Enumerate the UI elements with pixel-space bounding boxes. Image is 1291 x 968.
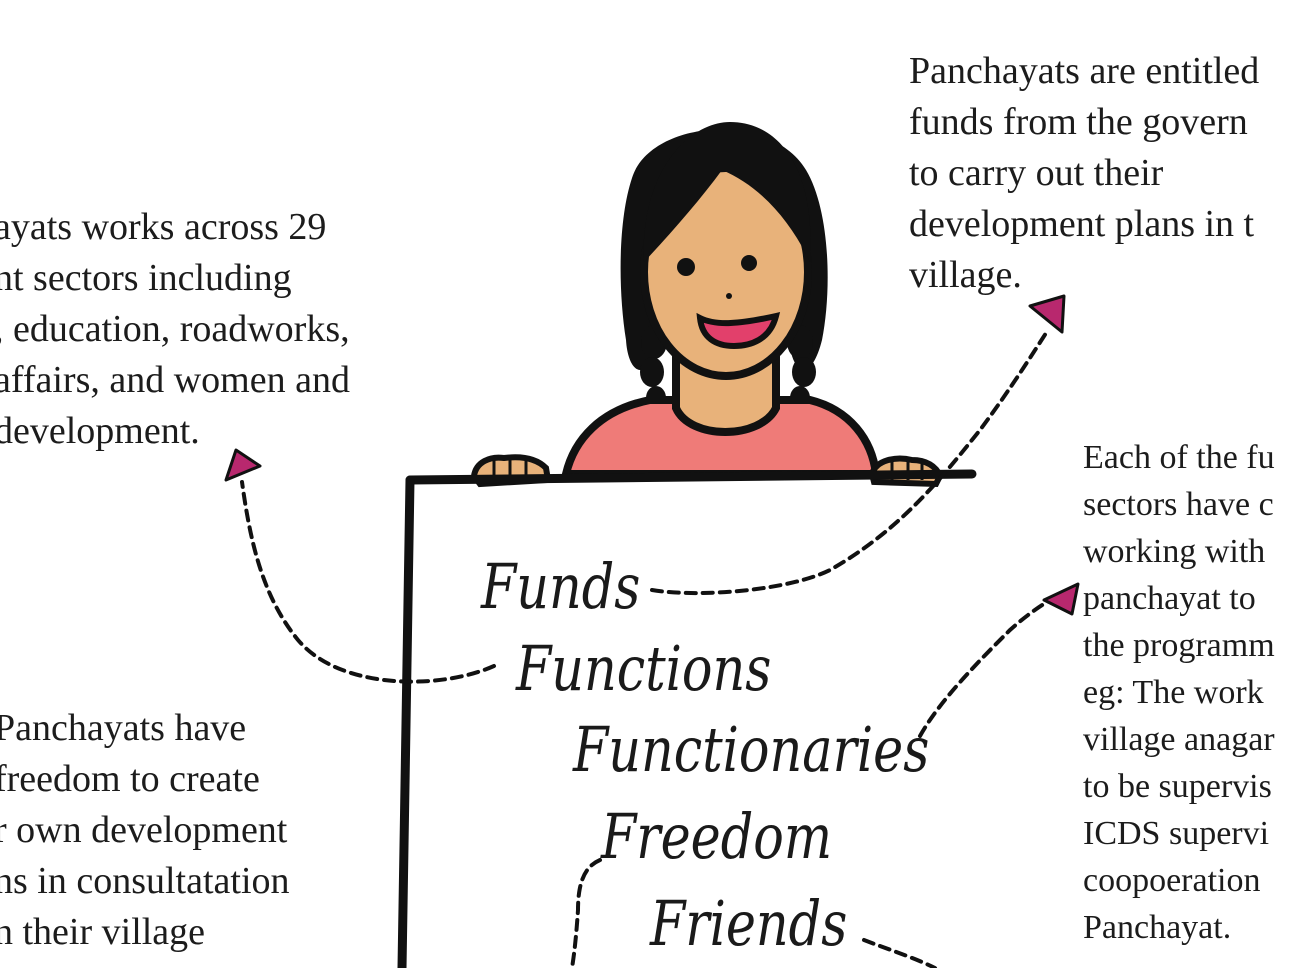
girl-mouth: [696, 312, 781, 350]
note-line: development.: [0, 410, 200, 452]
board-word-funds: Funds: [481, 550, 641, 623]
girl-right-eye: [741, 255, 757, 271]
connector-functionaries: [918, 598, 1052, 738]
girl-left-eye: [677, 258, 695, 276]
note-funds: Panchayats are entitled funds from the g…: [909, 46, 1259, 301]
signboard-left-edge: [397, 475, 415, 968]
note-sectors: ayats works across 29 nt sectors includi…: [0, 202, 350, 457]
signboard: [397, 469, 977, 968]
connector-freedom: [570, 858, 602, 968]
note-line: village anagar: [1083, 721, 1275, 758]
note-line: nt sectors including: [0, 257, 292, 299]
note-line: working with: [1083, 533, 1266, 570]
note-line: ns in consultatation: [0, 860, 290, 902]
girl-fringe: [643, 122, 811, 262]
connector-friends: [862, 938, 937, 968]
arrowhead-functions: [224, 448, 262, 482]
note-line: to carry out their: [909, 152, 1164, 194]
note-line: n their village: [0, 911, 206, 953]
note-line: ICDS supervi: [1083, 815, 1270, 852]
signboard-top-edge: [405, 469, 977, 485]
note-line: funds from the govern: [909, 101, 1248, 143]
note-line: eg: The work: [1083, 674, 1264, 711]
board-word-functions: Functions: [516, 632, 772, 705]
note-line: panchayat to: [1083, 580, 1256, 617]
note-line: the programm: [1083, 627, 1275, 664]
note-line: r own development: [0, 809, 288, 851]
board-word-functionaries: Functionaries: [573, 713, 930, 786]
connector-functions: [240, 480, 496, 684]
note-functionaries: Each of the fu sectors have c working wi…: [1083, 434, 1275, 951]
note-line: Each of the fu: [1083, 439, 1275, 476]
note-line: coopoeration: [1083, 862, 1261, 899]
arrowhead-functionaries: [1042, 582, 1080, 616]
arrowhead-funds: [1028, 294, 1066, 334]
note-line: affairs, and women and: [0, 359, 350, 401]
connector-funds: [650, 328, 1050, 596]
note-line: sectors have c: [1083, 486, 1274, 523]
arrowheads: [224, 294, 1080, 616]
note-line: , education, roadworks,: [0, 308, 350, 350]
note-line: village.: [909, 254, 1022, 296]
note-line: ayats works across 29: [0, 206, 327, 248]
note-line: Panchayat.: [1083, 909, 1232, 946]
board-word-friends: Friends: [650, 887, 848, 960]
note-line: Panchayats have: [0, 707, 247, 749]
note-freedom: Panchayats have freedom to create r own …: [0, 703, 290, 958]
girl-nose: [726, 293, 732, 299]
board-word-freedom: Freedom: [601, 800, 833, 873]
note-line: to be supervis: [1083, 768, 1272, 805]
girl-illustration: [470, 122, 944, 488]
note-line: freedom to create: [0, 758, 260, 800]
note-line: Panchayats are entitled: [909, 50, 1260, 92]
note-line: development plans in t: [909, 203, 1255, 245]
